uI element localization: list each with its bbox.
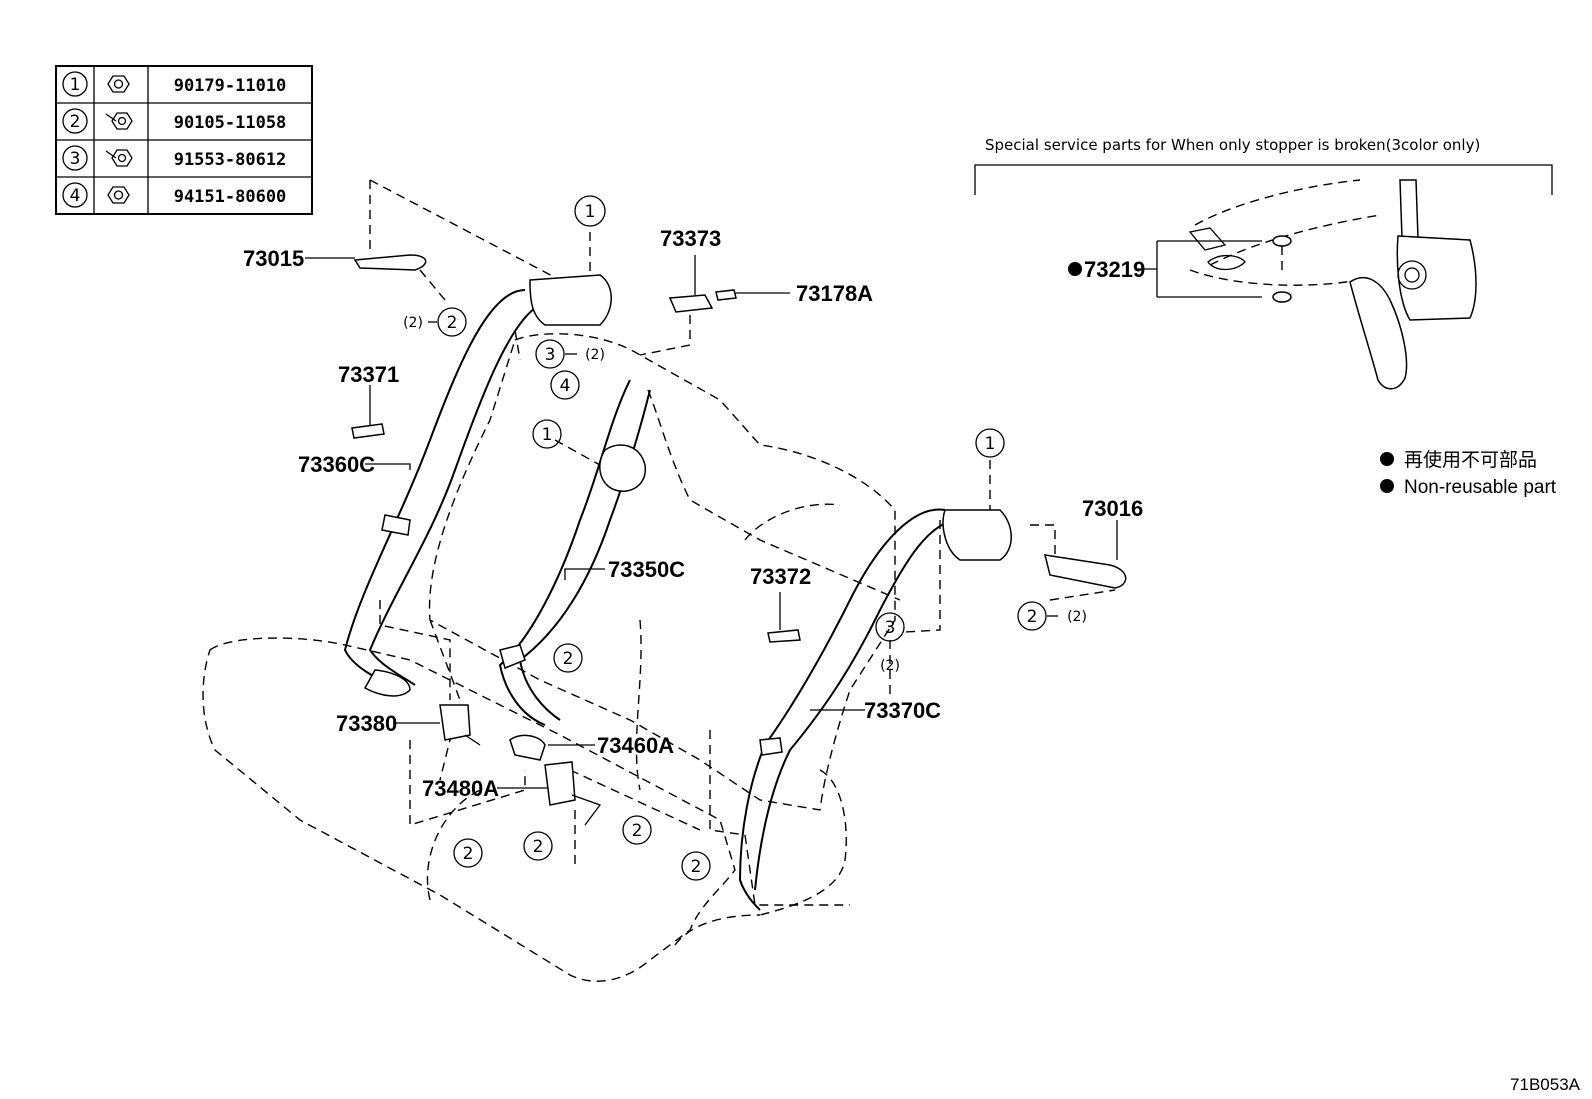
quantity-label: (2) [403, 315, 423, 331]
svg-text:1: 1 [542, 425, 553, 445]
non-reusable-marker [1068, 262, 1082, 276]
part-label-73460A: 73460A [597, 733, 674, 758]
callout-1: 1 [574, 195, 606, 227]
part-label-73015: 73015 [243, 246, 304, 271]
buckle-73480A [544, 761, 576, 806]
retractor-center [599, 444, 646, 492]
callouts: 1 2 (2) 3 (2) 4 1 2 2 [403, 195, 1087, 881]
callout-2: 2 [1017, 601, 1047, 631]
legend-japanese: 再使用不可部品 [1404, 449, 1537, 471]
leader-lines [305, 240, 1262, 789]
table-index-2: 2 [70, 112, 81, 132]
svg-text:2: 2 [1027, 607, 1038, 627]
special-service-note: Special service parts for When only stop… [985, 136, 1480, 154]
table-index-4: 4 [70, 186, 81, 206]
svg-text:3: 3 [545, 345, 556, 365]
belt-tongue [381, 514, 411, 536]
part-label-73371: 73371 [338, 362, 399, 387]
table-part-no-3: 91553-80612 [174, 150, 287, 170]
table-index-1: 1 [70, 75, 81, 95]
legend: 再使用不可部品 Non-reusable part [1380, 449, 1557, 498]
table-part-no-2: 90105-11058 [174, 113, 287, 133]
svg-text:2: 2 [533, 837, 544, 857]
nut-icon [107, 75, 130, 93]
special-service-section: Special service parts for When only stop… [974, 136, 1553, 390]
quantity-label: (2) [1067, 609, 1087, 625]
part-label-73219: 73219 [1084, 257, 1145, 282]
table-part-no-4: 94151-80600 [174, 187, 287, 207]
seat-outline [202, 179, 1116, 982]
callout-1: 1 [975, 428, 1005, 458]
belt-assemblies [343, 254, 1127, 911]
bolt-icon [105, 112, 133, 130]
part-label-73360C: 73360C [298, 452, 375, 477]
cover-73372 [767, 629, 801, 643]
callout-2: 2 [622, 815, 652, 845]
callout-2: 2 [453, 838, 483, 868]
svg-text:2: 2 [563, 649, 574, 669]
callout-3: 3 [535, 339, 565, 369]
bracket-73016 [1043, 554, 1127, 589]
clip-73178A [715, 289, 737, 301]
callout-3: 3 [875, 612, 905, 642]
svg-text:2: 2 [632, 821, 643, 841]
callout-2: 2 [437, 307, 467, 337]
svg-text:2: 2 [447, 313, 458, 333]
svg-text:2: 2 [691, 857, 702, 877]
part-label-73350C: 73350C [608, 557, 685, 582]
part-label-73480A: 73480A [422, 776, 499, 801]
retractor-special [1396, 235, 1477, 321]
table-index-3: 3 [70, 149, 81, 169]
part-label-73370C: 73370C [864, 698, 941, 723]
nut-icon [107, 186, 130, 204]
legend-english: Non-reusable part [1404, 477, 1557, 498]
part-label-73380: 73380 [336, 711, 397, 736]
cover-73371 [351, 423, 385, 439]
part-label-73372: 73372 [750, 564, 811, 589]
table-part-no-1: 90179-11010 [174, 76, 287, 96]
part-label-73178A: 73178A [796, 281, 873, 306]
quantity-label: (2) [880, 658, 900, 674]
legend-dot-icon [1380, 479, 1394, 493]
buckle-73460A [509, 734, 546, 761]
svg-text:1: 1 [585, 202, 596, 222]
svg-text:2: 2 [463, 844, 474, 864]
bolt-icon [105, 149, 133, 167]
svg-text:4: 4 [560, 376, 571, 396]
fastener-table: 1 90179-11010 2 90105-11058 3 91553-8061… [55, 65, 313, 215]
callout-1: 1 [532, 419, 562, 449]
retractor-left [529, 274, 612, 326]
retractor-right [942, 509, 1012, 561]
callout-2: 2 [553, 643, 583, 673]
svg-text:1: 1 [985, 434, 996, 454]
callout-2: 2 [681, 851, 711, 881]
quantity-label: (2) [585, 347, 605, 363]
diagram-code: 71B053A [1510, 1075, 1581, 1094]
callout-4: 4 [550, 370, 580, 400]
part-label-73373: 73373 [660, 226, 721, 251]
stopper-button [1272, 235, 1292, 303]
callout-2: 2 [523, 831, 553, 861]
part-label-73016: 73016 [1082, 496, 1143, 521]
buckle-73380 [439, 704, 471, 741]
svg-text:3: 3 [885, 618, 896, 638]
cover-73373 [668, 294, 714, 313]
bracket-73015 [353, 254, 427, 271]
part-labels: 73015 73373 73178A 73371 73360C 73350C 7… [243, 226, 1145, 801]
legend-dot-icon [1380, 452, 1394, 466]
